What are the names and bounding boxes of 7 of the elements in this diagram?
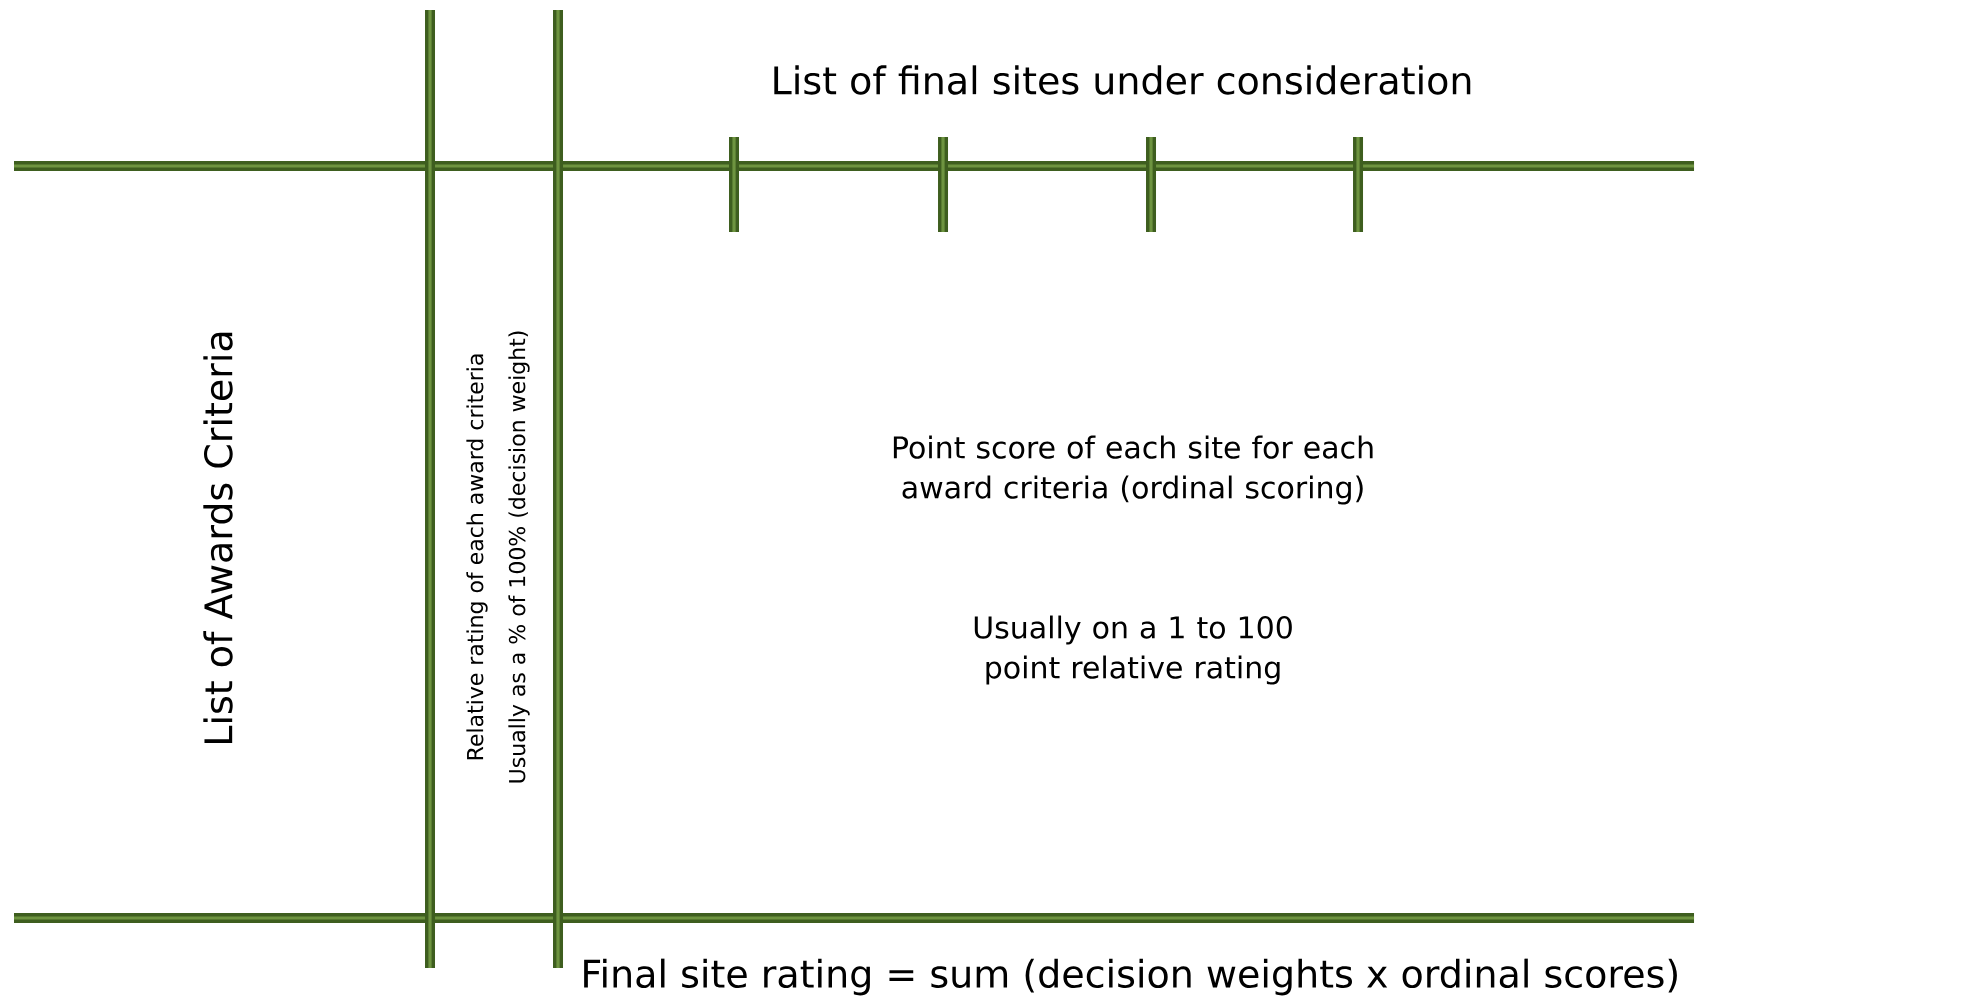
label-text: List of final sites under consideration (774, 65, 1471, 95)
label-text: Usually as a % of 100% (decision weight) (508, 331, 530, 783)
label-text: Usually on a 1 to 100 point relative rating (974, 615, 1292, 685)
label-text: List of Awards Criteria (203, 332, 233, 743)
label-text: Final site rating = sum (decision weights x ordinal scores) (584, 958, 1677, 996)
label-text: Point score of each site for each award criteria (ordinal scoring) (893, 435, 1373, 505)
label-text: Relative rating of each award criteria (466, 354, 488, 760)
